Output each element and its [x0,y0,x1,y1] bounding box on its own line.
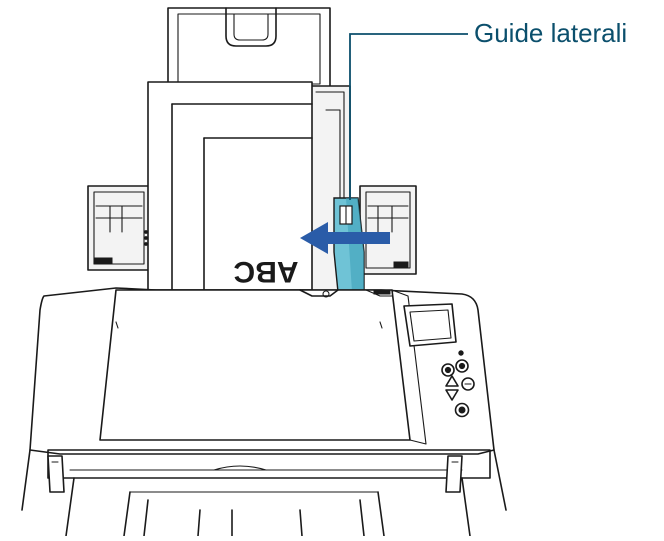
push-left-arrow-icon [300,222,390,254]
indicator-dot-icon [458,350,464,356]
right-paper-chute-wing [359,185,417,275]
operator-panel [403,303,457,347]
callout-leader [349,33,468,200]
document-stack [147,81,313,291]
document-text: ABC [234,255,299,288]
scan-button-icon[interactable] [441,363,455,377]
scanner-body [21,287,507,511]
down-triangle-icon[interactable] [445,389,459,401]
chute-extension [167,7,331,89]
output-stacker [65,477,471,537]
menu-button-icon[interactable] [461,377,475,391]
stop-button-icon[interactable] [455,359,469,373]
side-guide-label: Guide laterali [474,18,628,48]
left-paper-chute-wing [87,185,151,271]
power-button-icon[interactable] [454,402,470,418]
up-triangle-icon[interactable] [445,375,459,387]
document-text-group: ABC [234,255,299,288]
